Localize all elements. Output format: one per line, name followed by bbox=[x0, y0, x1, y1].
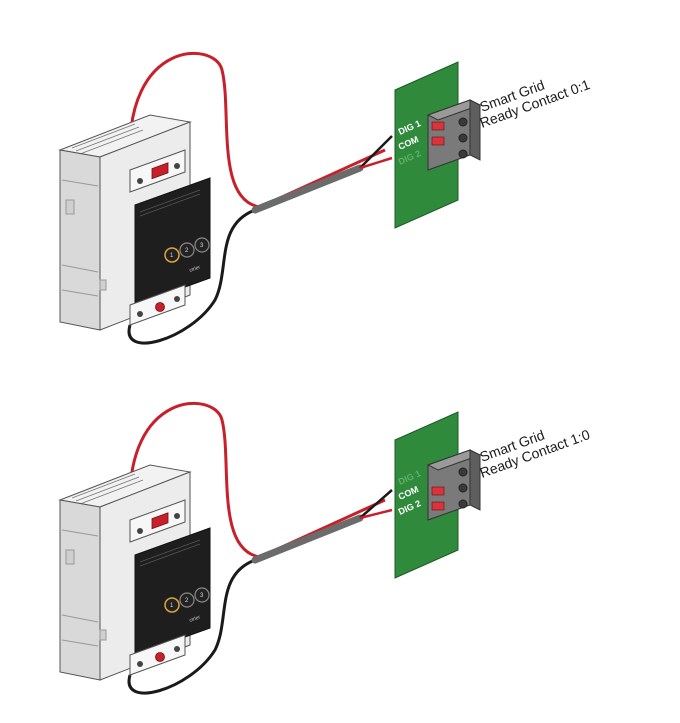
device-button-label: 3 bbox=[200, 593, 204, 599]
controller-device-2 bbox=[59, 464, 211, 681]
device-labels-1: 1 2 3 ctrler bbox=[170, 243, 204, 274]
terminal-insert bbox=[431, 121, 445, 131]
terminal-insert bbox=[431, 486, 445, 496]
controller-device-1 bbox=[59, 114, 211, 331]
diagram-1: DIG 1 COM DIG 2 Smart Grid Ready Contact… bbox=[59, 51, 592, 345]
device-button-label: 1 bbox=[170, 603, 174, 609]
cable-1 bbox=[251, 164, 364, 214]
black-wire-1 bbox=[127, 208, 256, 345]
device-button-label: 2 bbox=[185, 248, 189, 254]
terminal-insert bbox=[431, 501, 445, 511]
cable-2 bbox=[251, 514, 364, 564]
device-button-label: 3 bbox=[200, 243, 204, 249]
red-wire-1 bbox=[128, 51, 386, 209]
red-wire-2 bbox=[128, 401, 386, 559]
device-brand: ctrler bbox=[189, 614, 202, 624]
black-wire-2 bbox=[127, 558, 256, 695]
device-button-label: 2 bbox=[185, 598, 189, 604]
device-brand: ctrler bbox=[189, 264, 202, 274]
diagram-2: DIG 1 COM DIG 2 Smart Grid Ready Contact… bbox=[59, 401, 592, 695]
device-button-label: 1 bbox=[170, 253, 174, 259]
device-labels-2: 1 2 3 ctrler bbox=[170, 593, 204, 624]
terminal-insert bbox=[431, 136, 445, 146]
